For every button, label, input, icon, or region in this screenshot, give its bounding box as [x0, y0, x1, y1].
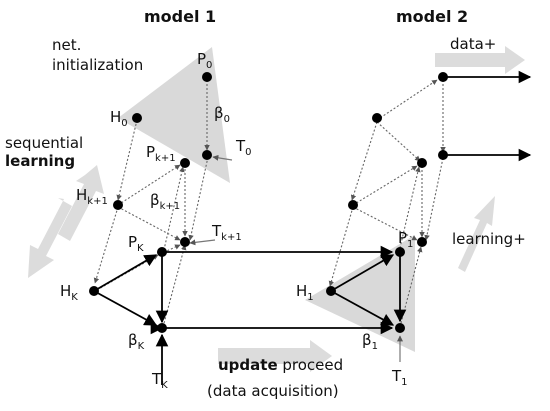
node-m2-h-top [372, 113, 382, 123]
node-pk1 [180, 158, 190, 168]
node-beta0 [202, 150, 212, 160]
t-inputs [189, 154, 233, 246]
node-labels: P0 H0 β0 T0 Pk+1 Hk+1 βk+1 Tk+1 PK HK βK… [60, 50, 413, 391]
label-h0: H0 [110, 108, 128, 129]
model1-title: model 1 [144, 7, 216, 26]
learning-plus-label: learning+ [452, 230, 526, 248]
data-acquisition-label: (data acquisition) [207, 382, 339, 400]
data-plus-arrow [435, 46, 525, 74]
label-pk: PK [128, 233, 144, 254]
net-init-label-2: initialization [52, 56, 143, 74]
node-hk [89, 286, 99, 296]
node-m2-h-mid [348, 200, 358, 210]
node-p0 [202, 72, 212, 82]
label-betak1: βk+1 [150, 191, 180, 212]
node-m2-beta-mid [417, 237, 427, 247]
label-beta0: β0 [214, 104, 230, 125]
label-beta1: β1 [362, 331, 378, 352]
learning-label: learning [5, 152, 75, 170]
label-h1: H1 [296, 282, 314, 303]
data-plus-label: data+ [450, 35, 496, 53]
model1-init-triangle [118, 47, 230, 183]
label-betak: βK [128, 331, 145, 352]
label-hk: HK [60, 282, 78, 303]
node-m2-beta-top [438, 150, 448, 160]
node-m2-top [438, 72, 448, 82]
model2-title: model 2 [396, 7, 468, 26]
node-beta1 [395, 323, 405, 333]
label-pk1: Pk+1 [146, 143, 176, 164]
label-tk1: Tk+1 [211, 222, 242, 243]
solid-edges-model2 [330, 254, 407, 326]
node-p1 [395, 247, 405, 257]
label-t1: T1 [391, 367, 408, 388]
label-t0: T0 [235, 137, 252, 158]
node-h1 [326, 286, 336, 296]
solid-edges-model1 [93, 253, 169, 326]
nodes [89, 72, 448, 333]
node-m2-p-mid [417, 158, 427, 168]
node-betak [157, 323, 167, 333]
node-pk [157, 247, 167, 257]
node-h0 [132, 113, 142, 123]
label-hk1: Hk+1 [76, 186, 108, 207]
update-proceed-arrow [218, 340, 332, 372]
node-hk1 [113, 200, 123, 210]
net-init-label-1: net. [52, 36, 81, 54]
sequential-label: sequential [5, 134, 83, 152]
label-p1: P1 [398, 229, 413, 250]
dotted-edges [93, 80, 210, 328]
update-proceed-label: update proceed [218, 356, 343, 374]
output-arrows [443, 70, 532, 162]
node-betak1 [180, 237, 190, 247]
learning-plus-arrow [458, 196, 495, 272]
sequential-learning-arrow [28, 165, 104, 278]
label-p0: P0 [197, 50, 212, 71]
label-tk: TK [151, 370, 168, 391]
solid-edges-transfer [164, 245, 394, 335]
